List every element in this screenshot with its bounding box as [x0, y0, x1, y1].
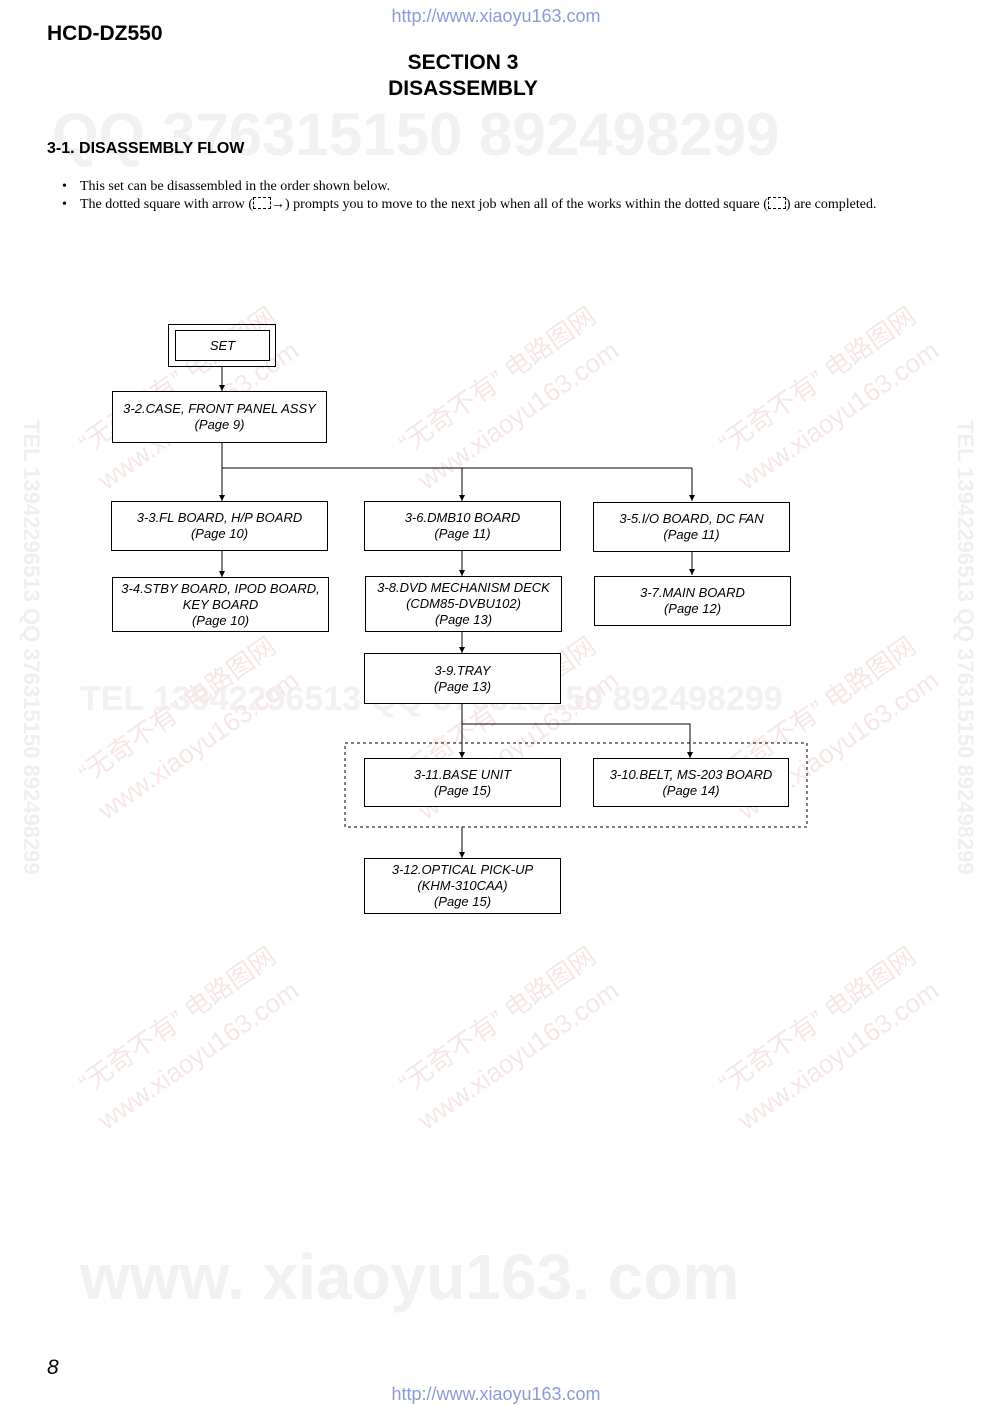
box-label: 3-4.STBY BOARD, IPOD BOARD, [121, 580, 320, 596]
box-page-ref: (Page 10) [191, 612, 250, 628]
box-page-ref: (Page 11) [663, 527, 720, 542]
flow-box-dvd-mechanism: 3-8.DVD MECHANISM DECK (CDM85-DVBU102) (… [365, 576, 562, 632]
flow-box-main-board: 3-7.MAIN BOARD (Page 12) [594, 576, 791, 626]
flow-box-case: 3-2.CASE, FRONT PANEL ASSY (Page 9) [112, 391, 327, 443]
box-label: 3-9.TRAY [434, 662, 491, 678]
bullet-text-part: ) prompts you to move to the next job wh… [285, 197, 768, 212]
watermark-side-left: TEL 13942296513 QQ 376315150 892498299 [19, 420, 44, 875]
flow-box-tray: 3-9.TRAY (Page 13) [364, 653, 561, 704]
dotted-square-icon [767, 197, 786, 209]
connector-tray-belt [462, 723, 693, 758]
box-label: 3-5.I/O BOARD, DC FAN [619, 511, 764, 526]
box-page-ref: (Page 13) [434, 612, 493, 627]
box-label: 3-3.FL BOARD, H/P BOARD [136, 510, 303, 525]
page-number: 8 [47, 1356, 59, 1379]
bullet-text: This set can be disassembled in the orde… [80, 179, 391, 194]
box-label: 3-7.MAIN BOARD [640, 585, 745, 600]
bullet-dot: • [62, 197, 67, 212]
subsection-heading: 3-1. DISASSEMBLY FLOW [47, 140, 245, 157]
bullet-item-2: • The dotted square with arrow (→) promp… [62, 196, 892, 236]
box-page-ref: (Page 10) [190, 526, 249, 541]
box-page-ref: (Page 13) [433, 678, 492, 694]
box-label: 3-2.CASE, FRONT PANEL ASSY [123, 401, 316, 416]
flow-box-base-unit: 3-11.BASE UNIT (Page 15) [364, 758, 561, 807]
watermark-side-right: TEL 13942296513 QQ 376315150 892498299 [953, 420, 978, 875]
bullet-dot: • [62, 179, 67, 194]
watermark-www: www. xiaoyu163. com [80, 1241, 740, 1313]
box-label: (CDM85-DVBU102) [406, 596, 521, 611]
box-page-ref: (Page 12) [663, 601, 722, 616]
footer-url[interactable]: http://www.xiaoyu163.com [391, 1384, 601, 1404]
box-label: (KHM-310CAA) [417, 878, 508, 893]
box-page-ref: (Page 14) [662, 782, 720, 798]
box-page-ref: (Page 15) [433, 782, 492, 798]
section-number: SECTION 3 [407, 51, 519, 74]
bullet-text-part: The dotted square with arrow ( [80, 197, 253, 212]
box-page-ref: (Page 15) [433, 894, 492, 909]
flow-box-dmb10-board: 3-6.DMB10 BOARD (Page 11) [364, 501, 561, 551]
box-label: KEY BOARD [182, 596, 259, 612]
section-title: DISASSEMBLY [388, 77, 538, 100]
flow-box-io-board: 3-5.I/O BOARD, DC FAN (Page 11) [593, 502, 790, 552]
bullet-text: The dotted square with arrow (→) prompts… [80, 197, 877, 212]
header-url[interactable]: http://www.xiaoyu163.com [391, 6, 601, 26]
flow-box-fl-board: 3-3.FL BOARD, H/P BOARD (Page 10) [111, 501, 328, 551]
dotted-square-arrow-icon [253, 197, 271, 209]
model-name: HCD-DZ550 [47, 22, 163, 45]
flow-box-set: SET [175, 330, 270, 361]
box-label: 3-10.BELT, MS-203 BOARD [609, 766, 773, 782]
box-label: SET [209, 337, 236, 353]
box-page-ref: (Page 9) [194, 417, 245, 432]
flow-box-stby-board: 3-4.STBY BOARD, IPOD BOARD, KEY BOARD (P… [112, 577, 329, 632]
box-label: 3-8.DVD MECHANISM DECK [377, 580, 550, 595]
dotted-group-square [344, 742, 808, 828]
bullet-item-1: • This set can be disassembled in the or… [62, 178, 892, 196]
box-label: 3-12.OPTICAL PICK-UP [391, 862, 534, 877]
flow-box-belt-ms203: 3-10.BELT, MS-203 BOARD (Page 14) [593, 758, 789, 807]
box-label: 3-11.BASE UNIT [413, 766, 512, 782]
box-page-ref: (Page 11) [434, 526, 491, 541]
watermark-qq: QQ 376315150 892498299 [52, 101, 780, 168]
flow-box-optical-pickup: 3-12.OPTICAL PICK-UP (KHM-310CAA) (Page … [364, 858, 561, 914]
box-label: 3-6.DMB10 BOARD [404, 510, 521, 525]
set-box-outer [168, 324, 276, 367]
bullet-text-part: ) are completed. [785, 197, 877, 212]
